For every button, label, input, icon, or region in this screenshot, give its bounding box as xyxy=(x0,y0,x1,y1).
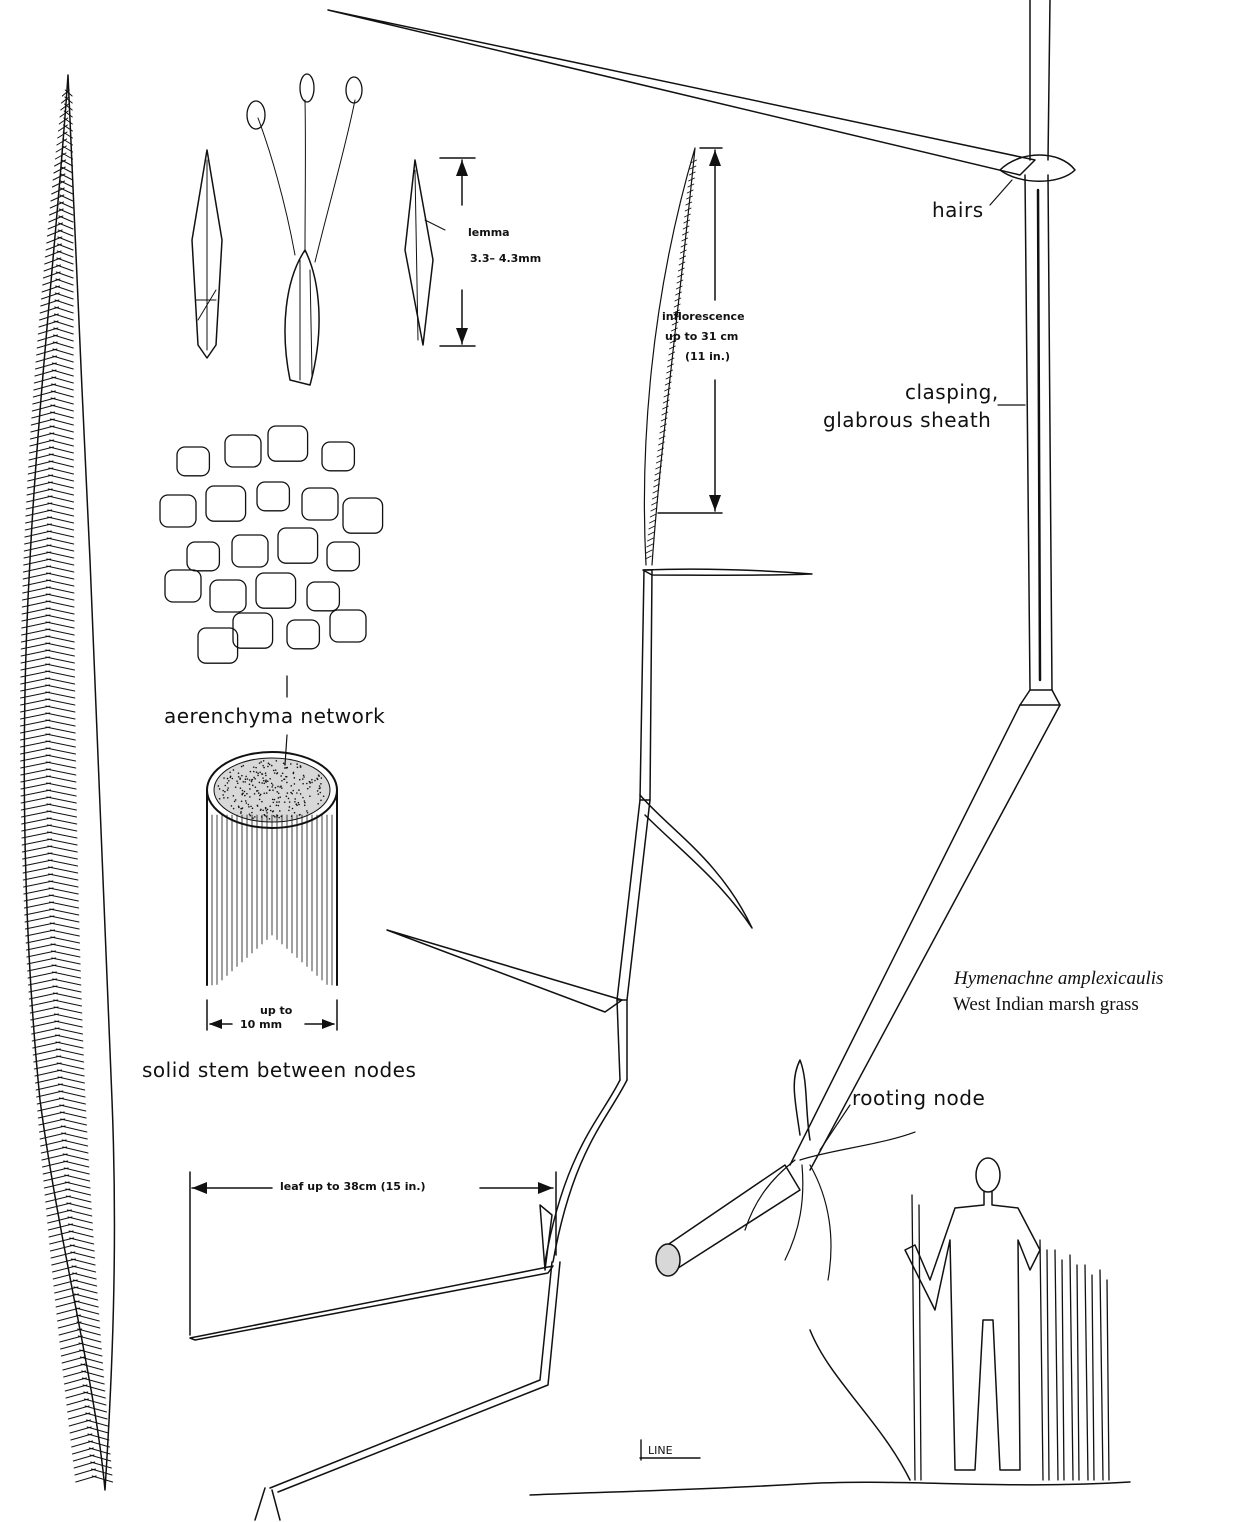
inflorescence-length-label: up to 31 cm xyxy=(665,330,738,343)
lemma-label: lemma xyxy=(468,226,510,239)
inflorescence-label: inflorescence xyxy=(662,310,745,323)
lemma-size-label: 3.3– 4.3mm xyxy=(470,252,541,265)
aerenchyma-network xyxy=(160,426,383,697)
clasping-label: clasping, xyxy=(905,380,999,404)
hairs-label: hairs xyxy=(932,198,984,222)
spikelet-drawings xyxy=(192,74,445,385)
artist-signature: LINE xyxy=(648,1444,673,1457)
stem-upto-label: up to xyxy=(260,1004,292,1017)
stem-section xyxy=(207,735,337,1030)
stem-size-label: 10 mm xyxy=(240,1018,282,1031)
rooting-node-label: rooting node xyxy=(852,1086,985,1110)
panicle-drawing xyxy=(20,75,114,1490)
leaf-dimension xyxy=(190,1172,556,1335)
scale-person-drawing xyxy=(530,1158,1130,1495)
species-scientific-name: Hymenachne amplexicaulis xyxy=(954,968,1163,990)
glabrous-sheath-label: glabrous sheath xyxy=(823,408,991,432)
inflorescence-inches-label: (11 in.) xyxy=(685,350,730,363)
leaf-length-label: leaf up to 38cm (15 in.) xyxy=(280,1180,426,1193)
species-common-name: West Indian marsh grass xyxy=(953,994,1139,1016)
aerenchyma-label: aerenchyma network xyxy=(164,704,385,728)
stem-caption: solid stem between nodes xyxy=(142,1058,416,1082)
